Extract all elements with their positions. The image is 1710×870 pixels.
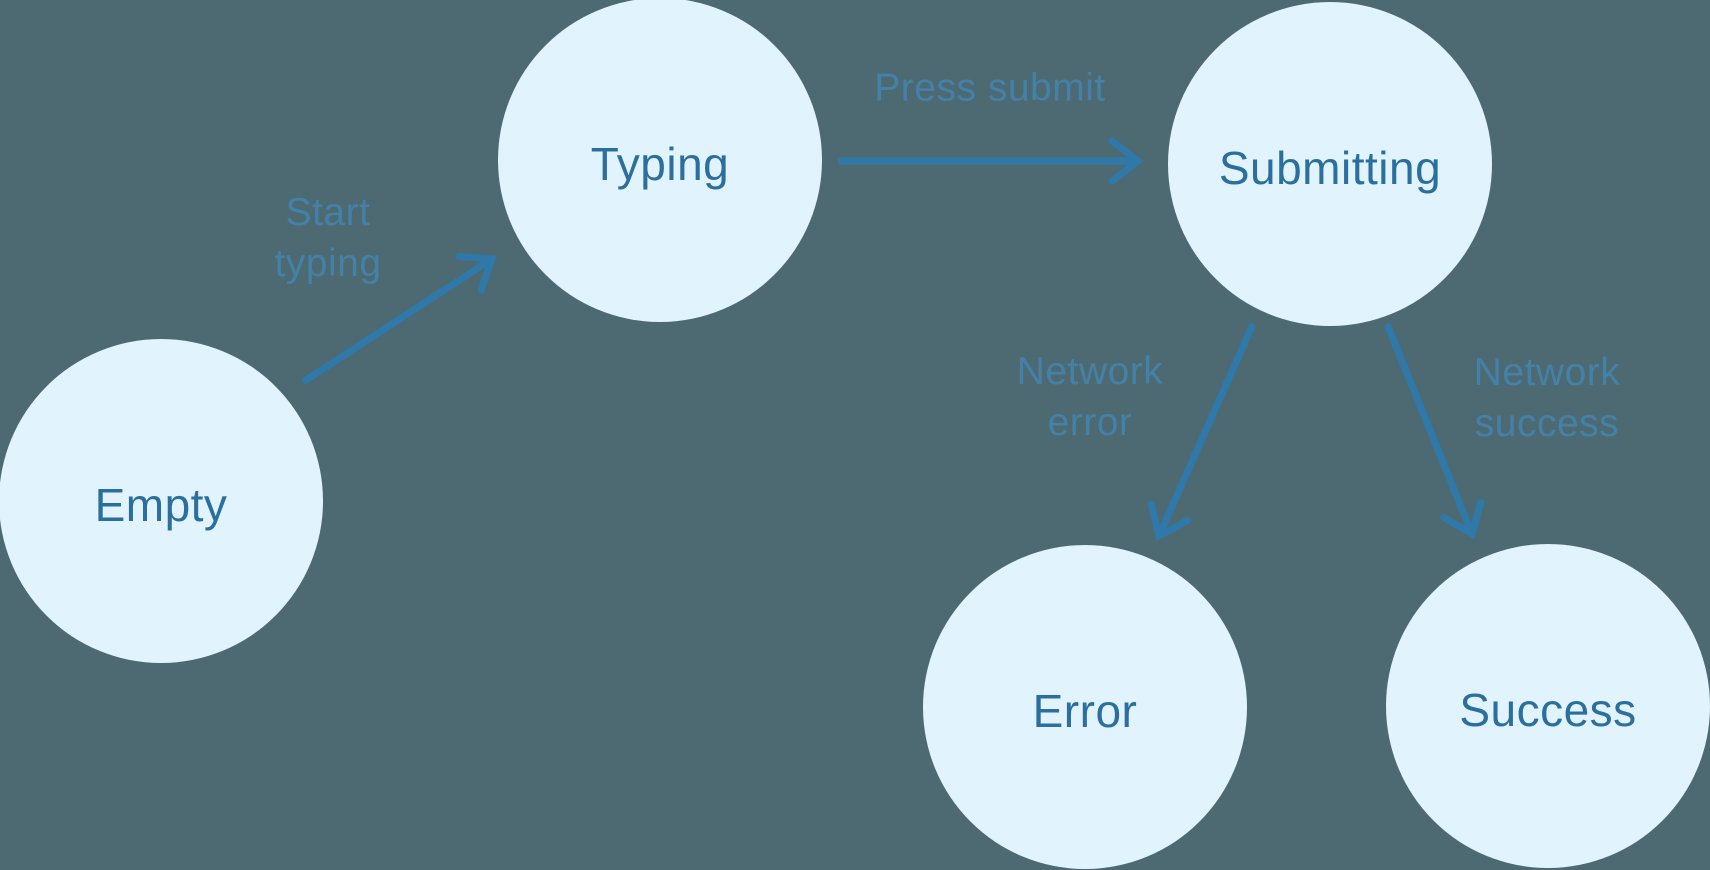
state-label-submitting: Submitting <box>1218 142 1442 194</box>
state-label-error: Error <box>1032 685 1138 737</box>
state-node-submitting: Submitting <box>1168 2 1492 326</box>
state-label-typing: Typing <box>590 138 730 190</box>
state-label-empty: Empty <box>94 479 228 531</box>
edge-label-network-success: Network success <box>1473 351 1621 445</box>
edge-label-start-typing: Start typing <box>274 191 382 285</box>
state-node-empty: Empty <box>0 339 323 663</box>
state-node-error: Error <box>923 545 1247 869</box>
edge-label-press-submit: Press submit <box>874 66 1106 110</box>
state-label-success: Success <box>1459 684 1637 736</box>
state-node-success: Success <box>1386 544 1710 868</box>
state-node-typing: Typing <box>498 0 822 322</box>
edge-label-network-error: Network error <box>1016 350 1164 444</box>
